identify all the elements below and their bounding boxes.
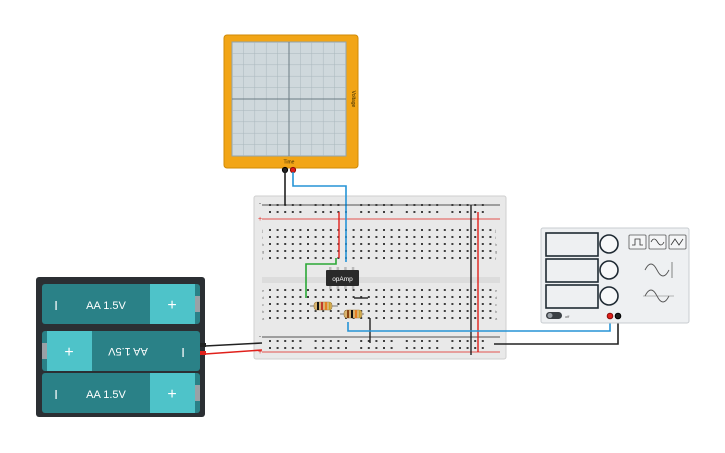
row-letter: f: [262, 256, 264, 261]
amplitude-wave-icon: [644, 262, 673, 278]
offset-wave-icon: [643, 289, 674, 303]
row-letter: g: [495, 249, 497, 254]
wire-battery-black[interactable]: [204, 342, 263, 347]
battery-right-sign: +: [167, 386, 176, 403]
power-label: off: [565, 314, 570, 319]
battery-pack[interactable]: I + AA 1.5V + I AA 1.5V I + AA 1.5V: [36, 277, 206, 417]
scope-probe-positive[interactable]: [289, 166, 297, 174]
generator-terminal-negative[interactable]: [614, 312, 622, 320]
generator-display-3: [545, 284, 599, 309]
row-letter: d: [262, 295, 264, 300]
row-letter: c: [262, 302, 264, 307]
battery-cell[interactable]: I + AA 1.5V: [42, 284, 200, 324]
scope-probe-negative[interactable]: [281, 166, 289, 174]
rail-plus-bottom: +: [258, 349, 262, 356]
row-letter: a: [495, 316, 498, 321]
battery-label: AA 1.5V: [107, 345, 147, 357]
row-letter: i: [262, 235, 263, 240]
wire-blue-generator[interactable]: [347, 318, 611, 332]
wire-black-generator[interactable]: [494, 318, 619, 345]
rail-minus-bottom: -: [259, 334, 261, 340]
row-letter: d: [495, 295, 497, 300]
oscilloscope-voltage-label: Voltage: [350, 91, 356, 108]
generator-display-1: [545, 232, 599, 257]
square-wave-icon[interactable]: [628, 234, 647, 250]
row-letter: h: [495, 242, 497, 247]
generator-terminal-positive[interactable]: [606, 312, 614, 320]
row-letter: h: [262, 242, 264, 247]
row-letter: j: [494, 228, 496, 233]
function-generator[interactable]: off: [540, 227, 690, 324]
battery-right-sign: +: [167, 297, 176, 314]
power-switch[interactable]: [546, 312, 562, 319]
resistor-1[interactable]: [310, 301, 338, 311]
wire-battery-red[interactable]: [204, 349, 263, 355]
generator-display-2: [545, 258, 599, 283]
rail-minus-top: -: [259, 201, 261, 207]
oscilloscope-time-label: Time: [284, 160, 295, 166]
frequency-knob[interactable]: [599, 234, 619, 254]
oscilloscope[interactable]: Time Voltage: [223, 34, 359, 174]
row-letter: g: [262, 249, 264, 254]
battery-left-sign: I: [54, 387, 58, 402]
wires[interactable]: [204, 172, 619, 355]
sine-wave-icon[interactable]: [648, 234, 667, 250]
opamp-chip[interactable]: opAmp: [326, 267, 359, 289]
row-letter: b: [495, 309, 498, 314]
battery-right-sign: I: [181, 345, 185, 360]
wire-scope-signal[interactable]: [292, 172, 347, 262]
wire-green[interactable]: [305, 258, 337, 298]
opamp-label: opAmp: [332, 276, 353, 283]
amplitude-knob[interactable]: [599, 260, 619, 280]
triangle-wave-icon[interactable]: [668, 234, 687, 250]
battery-cell[interactable]: I + AA 1.5V: [42, 373, 200, 413]
rail-plus-top: +: [258, 216, 262, 223]
resistor-2[interactable]: [340, 309, 364, 319]
row-letter: c: [495, 302, 497, 307]
row-letter: e: [262, 288, 265, 293]
battery-cell[interactable]: + I AA 1.5V: [42, 331, 200, 371]
row-letter: i: [495, 235, 496, 240]
battery-left-sign: +: [64, 344, 73, 361]
row-letter: a: [262, 316, 265, 321]
offset-knob[interactable]: [599, 286, 619, 306]
row-letter: e: [495, 288, 498, 293]
battery-label: AA 1.5V: [86, 300, 126, 312]
row-letter: b: [262, 309, 265, 314]
battery-left-sign: I: [54, 298, 58, 313]
battery-label: AA 1.5V: [86, 389, 126, 401]
row-letter: f: [495, 256, 497, 261]
row-letter: j: [261, 228, 263, 233]
